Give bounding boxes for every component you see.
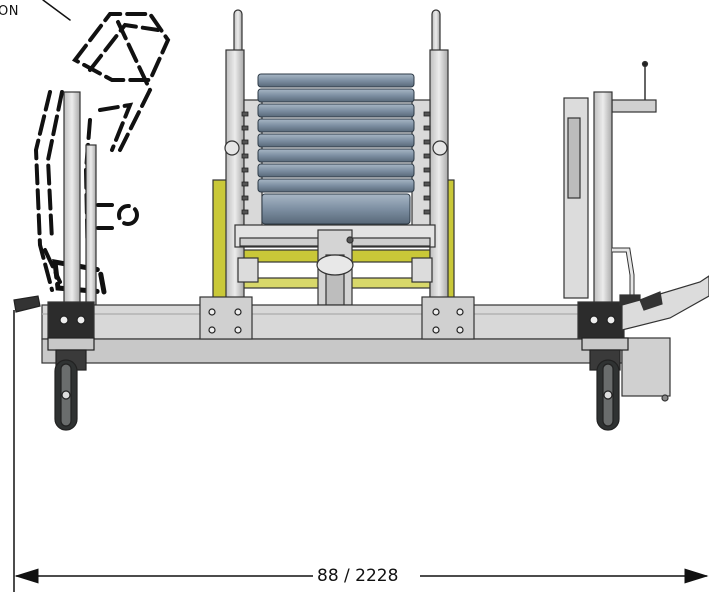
caster-wheel-icon (47, 337, 629, 431)
phantom-folded-position (33, 0, 171, 302)
dimension-line (13, 310, 709, 592)
right-column (563, 60, 709, 402)
bolt-icon (59, 308, 616, 334)
dimension-label: 88 / 2228 (313, 566, 403, 586)
chain-links (241, 111, 431, 215)
left-handle (13, 295, 41, 313)
callout-label: ON (0, 4, 19, 19)
roller-stack (257, 73, 415, 225)
main-beam (41, 296, 625, 364)
lower-carriage (234, 224, 436, 306)
